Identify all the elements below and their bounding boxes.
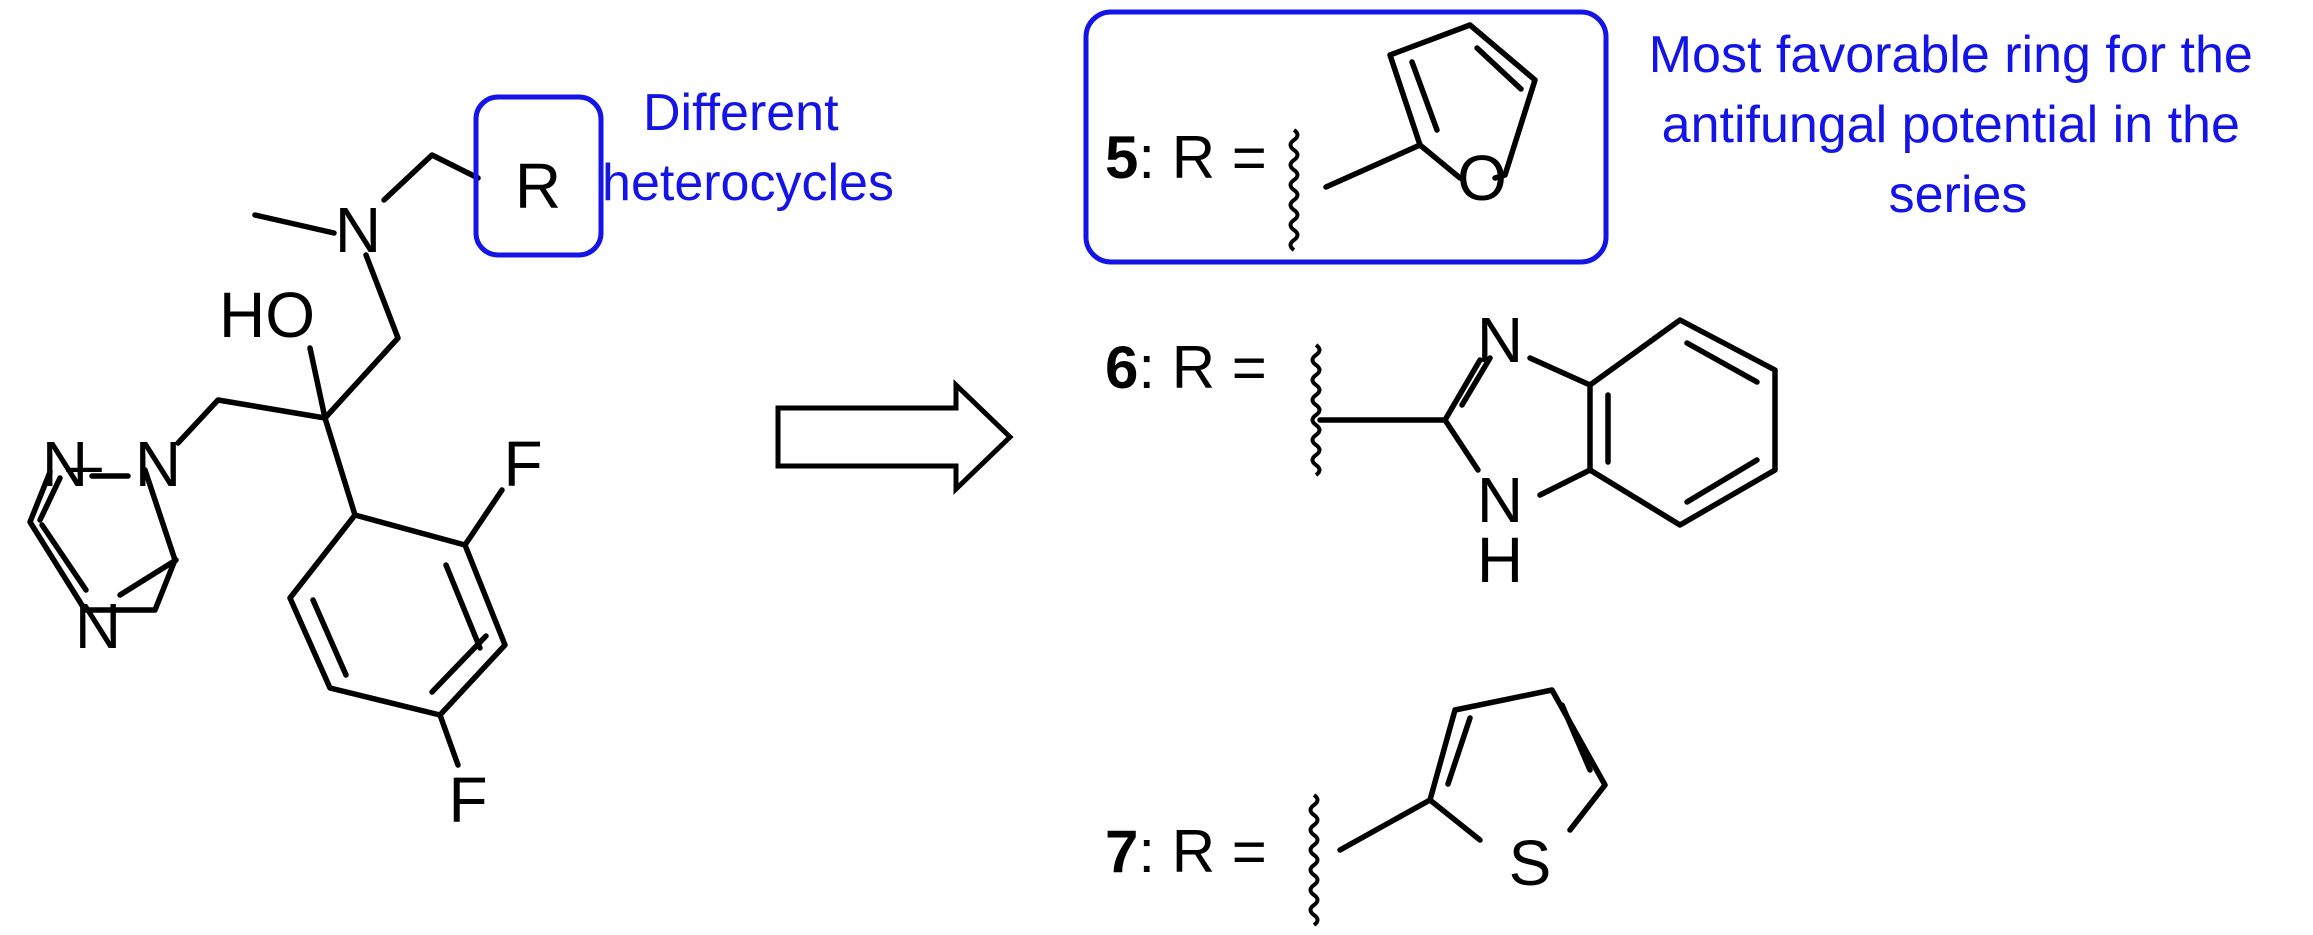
different-heterocycles-note: Different heterocycles [602, 84, 894, 212]
core-structure: N R HO N N N F F – [27, 94, 604, 836]
r-group-highlight-box [473, 94, 604, 258]
svg-text:6: R =: 6: R = [1105, 334, 1267, 401]
compound-6-number: 6 [1105, 334, 1138, 401]
imidazole-nitrogen-3: N [1477, 304, 1523, 376]
compound-5-label: : R = [1138, 124, 1266, 191]
imidazole-hydrogen: H [1477, 524, 1523, 596]
triazole-nitrogen-4: N [75, 590, 121, 662]
amine-nitrogen: N [335, 194, 381, 266]
furan-oxygen: O [1457, 142, 1507, 214]
hydroxyl-label: HO [219, 279, 315, 351]
svg-text:5: R =: 5: R = [1105, 124, 1267, 191]
most-favorable-note: Most favorable ring for the antifungal p… [1649, 26, 2268, 224]
thiophene-sulfur: S [1509, 827, 1552, 899]
compound-7-number: 7 [1105, 818, 1138, 885]
r-group-label: R [515, 150, 561, 222]
triazole-nitrogen-2: N [42, 428, 88, 500]
attachment-wavy-bond-7 [1308, 793, 1320, 927]
attachment-wavy-bond-5 [1288, 128, 1300, 252]
para-fluorine-label: F [448, 764, 487, 836]
triazole-nitrogen-1: N [135, 428, 181, 500]
transformation-arrow [775, 379, 1014, 495]
substituent-6: 6: R = N N H [1105, 304, 1778, 596]
compound-5-number: 5 [1105, 124, 1138, 191]
imidazole-nitrogen-1: N [1477, 464, 1523, 536]
svg-text:–: – [66, 428, 102, 500]
svg-text:7: R =: 7: R = [1105, 818, 1267, 885]
substituent-5: 5: R = O [1083, 9, 1609, 265]
ortho-fluorine-label: F [503, 428, 542, 500]
compound-6-label: : R = [1138, 334, 1266, 401]
substituent-7: 7: R = S [1105, 687, 1608, 927]
attachment-wavy-bond-6 [1310, 343, 1322, 477]
favorable-highlight-box [1083, 9, 1609, 265]
compound-7-label: : R = [1138, 818, 1266, 885]
